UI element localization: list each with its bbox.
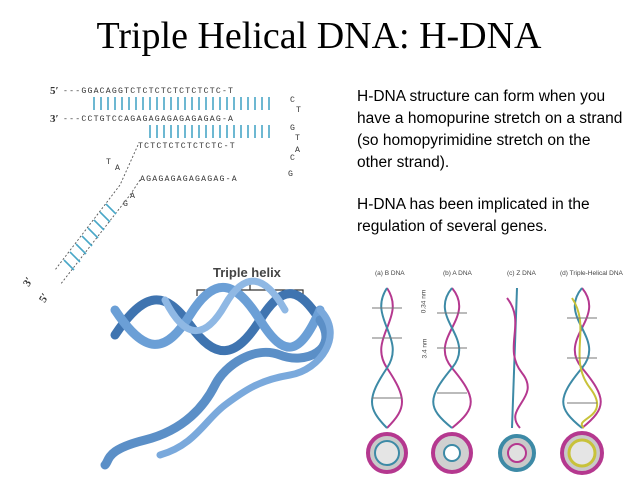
strand2-sequence: ---CCTGTCCAGAGAGAGAGAGAGAG-A [63,115,235,124]
tail-letter: G [123,200,130,209]
loop-letter: G [288,170,295,179]
strand3-sequence: TCTCTCTCTCTCTC-T [138,142,236,151]
loop-letter: T [295,134,302,143]
tail-letter: T [106,158,113,167]
paragraph-gene-regulation: H-DNA has been implicated in the regulat… [357,196,590,235]
form-label-z-dna: (c) Z DNA [507,270,536,277]
slide-title: Triple Helical DNA: H-DNA [96,15,542,57]
dna-forms-graphic [366,287,604,475]
loop-letter: C [290,96,297,105]
loop-letter: A [295,146,302,155]
form-label-triple-helical: (d) Triple-Helical DNA [560,270,623,277]
tail-letter: A [130,192,137,201]
loop-letter: C [290,154,297,163]
loop-letter: T [296,106,303,115]
triple-helix-illustration [100,277,334,470]
tail-letter: A [115,164,122,173]
strand2-label: 3′ [50,113,59,125]
loop-letter: G [290,124,297,133]
strand1-sequence: ---GGACAGGTCTCTCTCTCTCTCTC-T [63,87,235,96]
strand4-sequence: AGAGAGAGAGAGAG-A [140,175,238,184]
strand1-label: 5′ [50,85,59,97]
form-label-a-dna: (b) A DNA [443,270,472,277]
form-label-b-dna: (a) B DNA [375,270,405,277]
paragraph-homopurine: H-DNA structure can form when you have a… [357,88,623,171]
triple-helix-label: Triple helix [213,265,281,280]
